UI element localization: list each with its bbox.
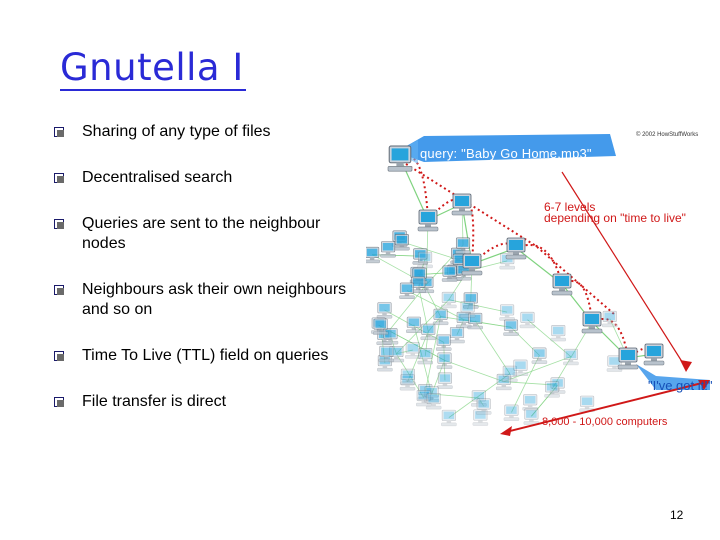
bullet-item: Decentralised search xyxy=(54,168,364,188)
arrow-icon xyxy=(500,426,512,436)
computer-icon xyxy=(379,346,394,362)
computer-icon xyxy=(602,311,617,327)
computer-icon xyxy=(618,348,638,369)
computer-icon xyxy=(552,274,572,295)
network-link xyxy=(445,360,504,381)
computer-icon xyxy=(545,382,560,398)
computer-nodes xyxy=(366,146,664,426)
computer-icon xyxy=(460,302,475,318)
checkbox-square-icon xyxy=(54,280,66,300)
computer-count-label: 8,000 - 10,000 computers xyxy=(542,416,667,428)
computer-icon xyxy=(582,312,602,333)
checkbox-square-icon xyxy=(54,214,66,234)
computer-icon xyxy=(504,320,519,336)
computer-icon xyxy=(421,324,436,340)
computer-icon xyxy=(366,247,380,263)
computer-icon xyxy=(563,349,578,365)
copyright-text: © 2002 HowStuffWorks xyxy=(636,132,698,138)
levels-label: 6-7 levels depending on "time to live" xyxy=(544,202,686,224)
computer-icon xyxy=(418,210,438,231)
computer-icon xyxy=(476,399,491,415)
computer-icon xyxy=(436,335,451,351)
computer-icon xyxy=(462,254,482,275)
bullet-item: File transfer is direct xyxy=(54,392,364,412)
network-diagram xyxy=(366,128,710,444)
page-number: 12 xyxy=(670,508,683,522)
bullet-item: Time To Live (TTL) field on queries xyxy=(54,346,364,366)
title-underline xyxy=(60,89,246,91)
arrow-icon xyxy=(680,360,692,372)
bullet-item: Queries are sent to the neighbour nodes xyxy=(54,214,364,254)
computer-icon xyxy=(418,252,433,268)
computer-icon xyxy=(433,309,448,325)
computer-icon xyxy=(373,319,388,335)
computer-icon xyxy=(405,343,420,359)
computer-icon xyxy=(441,292,456,308)
bullet-text: File transfer is direct xyxy=(82,392,364,412)
slide-title: Gnutella I xyxy=(60,46,244,89)
computer-icon xyxy=(394,234,409,250)
computer-icon xyxy=(524,409,539,425)
computer-icon xyxy=(504,405,519,421)
bullet-text: Time To Live (TTL) field on queries xyxy=(82,346,364,366)
computer-icon xyxy=(388,146,412,171)
computer-icon xyxy=(644,344,664,365)
computer-icon xyxy=(532,348,547,364)
computer-icon xyxy=(450,327,465,343)
computer-icon xyxy=(500,305,515,321)
found-label: "I've got it!" xyxy=(648,378,712,393)
bullet-text: Sharing of any type of files xyxy=(82,122,364,142)
computer-icon xyxy=(442,266,457,282)
computer-icon xyxy=(437,353,452,369)
computer-icon xyxy=(452,194,472,215)
checkbox-square-icon xyxy=(54,168,66,188)
computer-icon xyxy=(381,241,396,257)
computer-icon xyxy=(513,360,528,376)
query-label: query: "Baby Go Home.mp3" xyxy=(420,146,592,161)
computer-icon xyxy=(506,238,526,259)
computer-icon xyxy=(400,369,415,385)
computer-icon xyxy=(520,312,535,328)
bullet-text: Decentralised search xyxy=(82,168,364,188)
bullet-text: Neighbours ask their own neighbours and … xyxy=(82,280,364,320)
computer-icon xyxy=(399,283,414,299)
computer-icon xyxy=(441,410,456,426)
checkbox-square-icon xyxy=(54,346,66,366)
gnutella-network-figure xyxy=(366,128,710,444)
computer-icon xyxy=(551,325,566,341)
computer-icon xyxy=(523,395,538,411)
computer-icon xyxy=(437,373,452,389)
checkbox-square-icon xyxy=(54,392,66,412)
computer-icon xyxy=(377,302,392,318)
computer-icon xyxy=(456,238,471,254)
bullet-item: Sharing of any type of files xyxy=(54,122,364,142)
checkbox-square-icon xyxy=(54,122,66,142)
levels-line-2: depending on "time to live" xyxy=(544,213,686,224)
computer-icon xyxy=(406,317,421,333)
network-link xyxy=(372,255,420,257)
bullet-item: Neighbours ask their own neighbours and … xyxy=(54,280,364,320)
bullet-text: Queries are sent to the neighbour nodes xyxy=(82,214,364,254)
computer-icon xyxy=(426,393,441,409)
